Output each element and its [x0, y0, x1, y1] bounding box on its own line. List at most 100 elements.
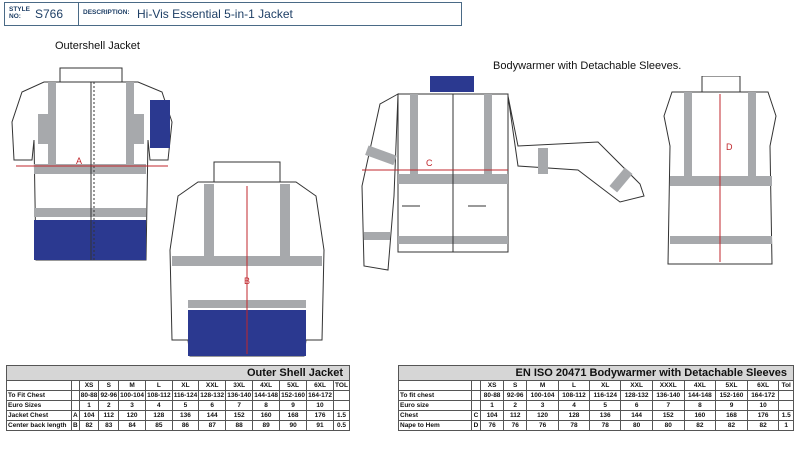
size-header-cell: L — [557, 380, 591, 391]
size-header-cell: 6XL — [746, 380, 780, 391]
table-cell: 3 — [118, 400, 147, 411]
table-cell: 82 — [746, 420, 780, 431]
table-cell: 100-104 — [526, 390, 559, 401]
table-cell: 6 — [620, 400, 653, 411]
outershell-back-illustration: B — [169, 161, 325, 357]
bodywarmer-title: Bodywarmer with Detachable Sleeves. — [493, 60, 682, 72]
table-cell: 6 — [198, 400, 227, 411]
table-cell: 84 — [118, 420, 147, 431]
size-header-cell: TOL — [333, 380, 350, 391]
row-label-cell: To Fit Chest — [6, 390, 72, 401]
row-label-cell: Jacket Chest — [6, 410, 72, 421]
table-cell: 78 — [557, 420, 591, 431]
table-cell: 82 — [715, 420, 748, 431]
table-cell: 91 — [306, 420, 334, 431]
row-label-cell: Euro size — [398, 400, 472, 411]
bodywarmer-back-illustration: D — [663, 76, 777, 265]
table-cell: 144 — [198, 410, 227, 421]
table-cell: 4 — [145, 400, 173, 411]
table-cell: 92-96 — [98, 390, 120, 401]
table-cell: 8 — [252, 400, 281, 411]
bodywarmer-size-table: EN ISO 20471 Bodywarmer with Detachable … — [398, 365, 794, 431]
description-value: Hi-Vis Essential 5-in-1 Jacket — [137, 7, 293, 21]
measure-code-cell: A — [71, 410, 80, 421]
table-cell: 87 — [198, 420, 227, 431]
outershell-front-illustration: A — [11, 67, 173, 261]
measure-code-cell — [71, 400, 80, 411]
table-cell: 8 — [683, 400, 717, 411]
table-cell: 116-124 — [171, 390, 200, 401]
header-code-cell — [71, 380, 80, 391]
table-cell: 104 — [480, 410, 505, 421]
table-cell: 116-124 — [589, 390, 622, 401]
table-cell: 100-104 — [118, 390, 147, 401]
style-number: S766 — [35, 7, 64, 21]
table-title-row: Outer Shell Jacket — [6, 365, 350, 381]
table-cell: 76 — [503, 420, 528, 431]
table-cell: 1 — [480, 400, 505, 411]
table-cell: 112 — [98, 410, 120, 421]
measure-code-cell: C — [470, 410, 482, 421]
table-cell: 80 — [620, 420, 653, 431]
table-cell — [778, 400, 794, 411]
table-cell: 108-112 — [145, 390, 173, 401]
row-label-cell: Euro Sizes — [6, 400, 72, 411]
measure-code-cell — [71, 390, 80, 401]
table-title-row: EN ISO 20471 Bodywarmer with Detachable … — [398, 365, 794, 381]
table-cell: 160 — [252, 410, 281, 421]
table-cell: 82 — [683, 420, 717, 431]
description-caption: DESCRIPTION: — [83, 9, 130, 16]
size-header-cell: 3XL — [225, 380, 254, 391]
table-cell: 82 — [78, 420, 100, 431]
table-cell: 76 — [526, 420, 559, 431]
size-header-cell: S — [98, 380, 120, 391]
table-title: Outer Shell Jacket — [6, 365, 350, 381]
measure-code-cell: D — [470, 420, 482, 431]
size-header-cell: XXL — [198, 380, 227, 391]
table-cell: 86 — [171, 420, 200, 431]
table-cell: 160 — [683, 410, 717, 421]
size-header-cell: 4XL — [252, 380, 281, 391]
size-header-cell: 6XL — [306, 380, 334, 391]
measure-a-label: A — [76, 156, 82, 166]
table-cell: 9 — [279, 400, 308, 411]
header-code-cell — [470, 380, 482, 391]
size-header-cell: L — [145, 380, 173, 391]
table-cell: 136 — [171, 410, 200, 421]
table-cell: 76 — [480, 420, 505, 431]
table-cell: 80-88 — [480, 390, 505, 401]
measure-b-label: B — [244, 276, 250, 286]
header-blank-cell — [6, 380, 72, 391]
size-header-cell: XL — [589, 380, 622, 391]
table-cell: 9 — [715, 400, 748, 411]
table-cell: 10 — [306, 400, 334, 411]
measure-code-cell — [470, 390, 482, 401]
table-cell: 108-112 — [557, 390, 591, 401]
table-cell — [333, 390, 350, 401]
table-cell: 89 — [252, 420, 281, 431]
table-cell: 152-160 — [715, 390, 748, 401]
size-header-cell: XXXL — [651, 380, 685, 391]
row-label-cell: Center back length — [6, 420, 72, 431]
table-cell: 90 — [279, 420, 308, 431]
table-cell: 83 — [98, 420, 120, 431]
table-cell: 176 — [306, 410, 334, 421]
table-cell: 1.5 — [333, 410, 350, 421]
table-cell: 4 — [557, 400, 591, 411]
table-cell: 120 — [118, 410, 147, 421]
table-cell: 104 — [78, 410, 100, 421]
table-cell: 144-148 — [252, 390, 281, 401]
table-cell: 85 — [145, 420, 173, 431]
size-header-cell: 5XL — [715, 380, 748, 391]
table-cell: 128-132 — [198, 390, 227, 401]
table-cell: 112 — [503, 410, 528, 421]
table-cell — [333, 400, 350, 411]
